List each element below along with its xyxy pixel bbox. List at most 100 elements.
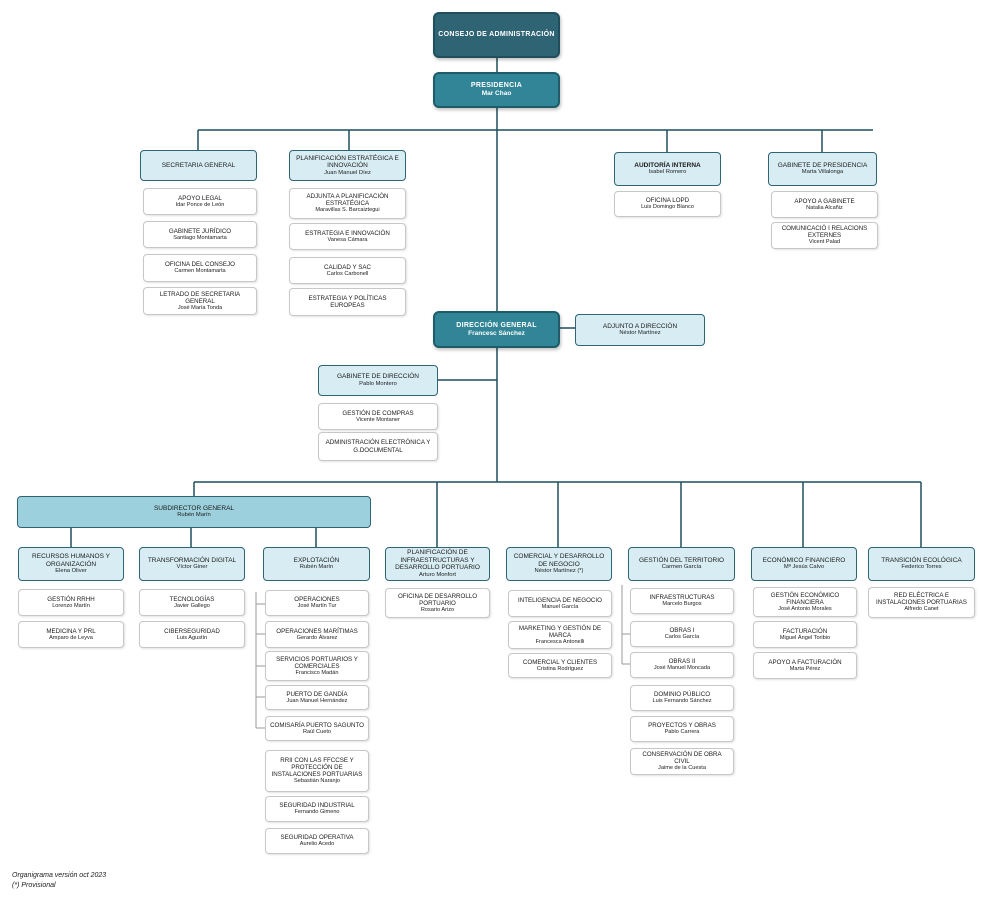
node-title: SUBDIRECTOR GENERAL <box>153 504 235 512</box>
node-person: Alfredo Canet <box>904 606 939 613</box>
node-person: Mar Chao <box>481 90 512 98</box>
node-title: ESTRATEGIA E INNOVACIÓN <box>305 229 390 237</box>
node-title: PLANIFICACIÓN ESTRATÉGICA E INNOVACIÓN <box>296 154 399 170</box>
node-title: EXPLOTACIÓN <box>293 556 340 564</box>
node-title: OPERACIONES <box>294 596 340 604</box>
node-rrhh: RECURSOS HUMANOS Y ORGANIZACIÓN Elena Ol… <box>18 547 124 581</box>
node-inteligencia-negocio: INTELIGENCIA DE NEGOCIO Manuel García <box>508 590 612 617</box>
node-gestion-territorio: GESTIÓN DEL TERRITORIO Carmen García <box>628 547 735 581</box>
node-servicios-portuarios: SERVICIOS PORTUARIOS Y COMERCIALES Franc… <box>265 651 369 681</box>
node-title: INFRAESTRUCTURAS <box>649 594 715 602</box>
node-oficina-consejo: OFICINA DEL CONSEJO Carmen Montamarta <box>143 254 257 282</box>
node-presidencia: PRESIDENCIA Mar Chao <box>433 72 560 108</box>
node-person: Elena Oliver <box>55 568 87 575</box>
node-title: PUERTO DE GANDÍA <box>286 690 348 698</box>
node-person: Rosario Arizo <box>420 606 455 613</box>
node-person: Marta Pérez <box>789 665 821 672</box>
node-person: José Manuel Moncada <box>653 665 711 672</box>
node-seguridad-operativa: SEGURIDAD OPERATIVA Aurelio Acedo <box>265 828 369 854</box>
node-title: PRESIDENCIA <box>470 82 523 90</box>
node-comercial-clientes: COMERCIAL Y CLIENTES Cristina Rodríguez <box>508 653 612 678</box>
node-person: Vicente Montaner <box>356 416 400 423</box>
node-title: GABINETE JURÍDICO <box>168 227 232 235</box>
node-title: OFICINA DEL CONSEJO <box>165 261 235 269</box>
node-marketing: MARKETING Y GESTIÓN DE MARCA Francesca A… <box>508 621 612 649</box>
node-person: Vicent Palad <box>808 239 841 246</box>
node-title: RED ELÉCTRICA E INSTALACIONES PORTUARIAS <box>876 592 967 607</box>
node-facturacion: FACTURACIÓN Miguel Ángel Toribio <box>753 621 857 648</box>
node-secretaria: SECRETARIA GENERAL <box>140 150 257 181</box>
node-title: OFICINA DE DESARROLLO PORTUARIO <box>397 592 478 607</box>
node-title: DIRECCIÓN GENERAL <box>456 321 537 329</box>
node-title: SEGURIDAD INDUSTRIAL <box>279 802 355 810</box>
node-title: AUDITORÍA INTERNA <box>634 161 701 169</box>
node-person: Carmen Montamarta <box>174 268 226 275</box>
node-seguridad-industrial: SEGURIDAD INDUSTRIAL Fernando Gimeno <box>265 796 369 822</box>
node-adjunta-planif: ADJUNTA A PLANIFICACIÓN ESTRATÉGICA Mara… <box>289 188 406 219</box>
node-person: José María Tonda <box>177 304 223 311</box>
node-person: Luis Fernando Sánchez <box>652 698 712 705</box>
node-apoyo-legal: APOYO LEGAL Idar Ponce de León <box>143 188 257 215</box>
node-person: Juan Manuel Hernández <box>286 697 348 704</box>
node-title: COMERCIAL Y DESARROLLO DE NEGOCIO <box>513 553 605 568</box>
node-person: Luis Domingo Blanco <box>641 204 694 211</box>
node-person: Carlos Carbonell <box>326 270 369 277</box>
node-person: Víctor Giner <box>176 564 208 571</box>
node-title: GABINETE DE DIRECCIÓN <box>337 373 419 381</box>
node-title: TRANSICIÓN ECOLÓGICA <box>881 556 962 564</box>
node-title: SEGURIDAD OPERATIVA <box>280 834 354 842</box>
node-title: ADMINISTRACIÓN ELECTRÓNICA Y G.DOCUMENTA… <box>325 439 431 454</box>
node-oficina-desarrollo: OFICINA DE DESARROLLO PORTUARIO Rosario … <box>385 588 490 618</box>
node-person: José Antonio Morales <box>778 605 832 612</box>
node-title: GESTIÓN DEL TERRITORIO <box>638 556 725 564</box>
node-apoyo-gabinete: APOYO A GABINETE Natalia Alcañiz <box>771 191 878 218</box>
node-transformacion: TRANSFORMACIÓN DIGITAL Víctor Giner <box>139 547 245 581</box>
node-gabinete-juridico: GABINETE JURÍDICO Santiago Montamarta <box>143 221 257 248</box>
node-title: GESTIÓN DE COMPRAS <box>342 409 414 417</box>
node-title: DOMINIO PÚBLICO <box>653 691 711 699</box>
node-person: Idar Ponce de León <box>175 201 225 208</box>
node-estrategia-europeas: ESTRATEGIA Y POLÍTICAS EUROPEAS <box>289 288 406 316</box>
node-title: OBRAS I <box>669 627 695 635</box>
node-person: José Martín Tur <box>297 603 337 610</box>
node-explotacion: EXPLOTACIÓN Rubén Marín <box>263 547 370 581</box>
node-title: SECRETARIA GENERAL <box>161 161 236 169</box>
node-oficina-lopd: OFICINA LOPD Luis Domingo Blanco <box>614 191 721 217</box>
node-person: Jaime de la Cuesta <box>658 765 706 772</box>
node-person: Vanesa Cámara <box>327 236 368 243</box>
node-admin-electronica: ADMINISTRACIÓN ELECTRÓNICA Y G.DOCUMENTA… <box>318 432 438 461</box>
node-person: Rubén Marín <box>299 564 334 571</box>
node-person: Mª Jesús Calvo <box>783 564 825 571</box>
node-tecnologias: TECNOLOGÍAS Javier Gallego <box>139 589 245 616</box>
node-title: ESTRATEGIA Y POLÍTICAS EUROPEAS <box>308 294 387 309</box>
node-gabinete-direccion: GABINETE DE DIRECCIÓN Pablo Montero <box>318 365 438 396</box>
node-title: OFICINA LOPD <box>645 197 690 205</box>
node-title: COMISARÍA PUERTO SAGUNTO <box>270 721 364 729</box>
node-comunicacio: COMUNICACIÓ I RELACIONS EXTERNES Vicent … <box>771 222 878 249</box>
node-person: Cristina Rodríguez <box>536 665 584 672</box>
node-subdirector: SUBDIRECTOR GENERAL Rubén Marín <box>17 496 371 528</box>
node-person: Marcelo Burgos <box>662 601 702 608</box>
node-title: APOYO A GABINETE <box>794 197 855 205</box>
node-title: APOYO LEGAL <box>178 194 222 202</box>
node-person: Pablo Carrera <box>664 729 700 736</box>
node-puerto-gandia: PUERTO DE GANDÍA Juan Manuel Hernández <box>265 685 369 710</box>
node-economico: ECONÓMICO FINANCIERO Mª Jesús Calvo <box>751 547 857 581</box>
node-person: Marta Villalonga <box>801 169 844 176</box>
node-person: Federico Torres <box>901 564 942 571</box>
node-person: Sebastián Naranjo <box>293 778 341 785</box>
node-title: GESTIÓN RRHH <box>47 595 95 603</box>
node-title: ECONÓMICO FINANCIERO <box>762 556 846 564</box>
node-person: Isabel Romero <box>648 169 687 176</box>
node-title: PROYECTOS Y OBRAS <box>648 722 716 730</box>
node-planificacion: PLANIFICACIÓN ESTRATÉGICA E INNOVACIÓN J… <box>289 150 406 181</box>
node-title: ADJUNTA A PLANIFICACIÓN ESTRATÉGICA <box>306 193 389 208</box>
node-obras-i: OBRAS I Carlos García <box>630 621 734 647</box>
footer-note: (*) Provisional <box>12 882 56 889</box>
node-person: Natalia Alcañiz <box>806 204 843 211</box>
node-gestion-compras: GESTIÓN DE COMPRAS Vicente Montaner <box>318 403 438 430</box>
node-title: FACTURACIÓN <box>782 627 828 635</box>
node-infraestructuras: INFRAESTRUCTURAS Marcelo Burgos <box>630 588 734 614</box>
node-person: Francisco Madán <box>295 669 339 676</box>
